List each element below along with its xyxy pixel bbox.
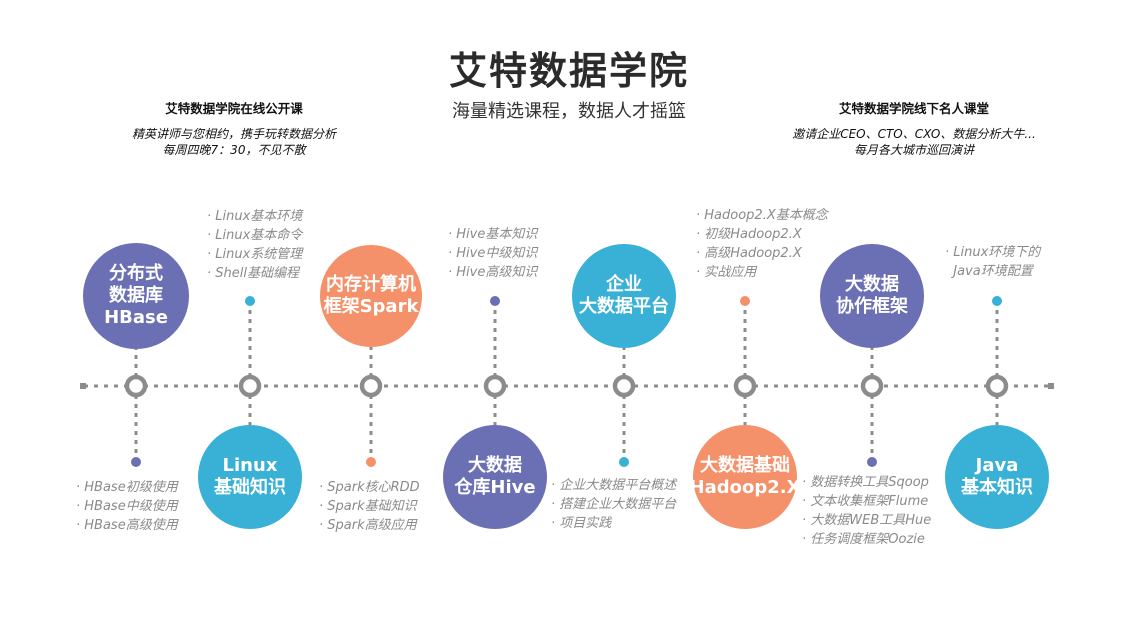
course-topics-4: · 企业大数据平台概述 · 搭建企业大数据平台 · 项目实践 bbox=[551, 476, 676, 533]
course-title-line: Hadoop2.X bbox=[689, 477, 801, 498]
course-topic-item: · 数据转换工具Sqoop bbox=[802, 475, 929, 490]
course-topics-7: · Linux环境下的 Java环境配置 bbox=[945, 243, 1040, 281]
course-topic-item: · Shell基础编程 bbox=[207, 266, 299, 281]
course-title-line: 分布式 bbox=[109, 263, 163, 284]
offline-course-block: 艾特数据学院线下名人课堂 邀请企业CEO、CTO、CXO、数据分析大牛... 每… bbox=[754, 98, 1074, 158]
course-title-line: 内存计算机 bbox=[326, 274, 416, 295]
offline-course-heading: 艾特数据学院线下名人课堂 bbox=[838, 101, 989, 116]
course-topics-3: · Hive基本知识 · Hive中级知识 · Hive高级知识 bbox=[448, 225, 537, 282]
course-topic-item: · Hadoop2.X基本概念 bbox=[696, 208, 828, 223]
node-dot-0 bbox=[131, 457, 141, 467]
node-dot-7 bbox=[992, 296, 1002, 306]
course-topic-item: · 任务调度框架Oozie bbox=[802, 532, 925, 547]
timeline-ring-0 bbox=[124, 374, 148, 398]
page-title: 艾特数据学院 bbox=[448, 49, 689, 93]
timeline-ring-1 bbox=[238, 374, 262, 398]
course-title-line: HBase bbox=[104, 307, 168, 328]
timeline-ring-5 bbox=[733, 374, 757, 398]
timeline-ring-3 bbox=[483, 374, 507, 398]
course-circle-6: 大数据协作框架 bbox=[820, 244, 924, 348]
course-topics-5: · Hadoop2.X基本概念 · 初级Hadoop2.X · 高级Hadoop2.… bbox=[696, 206, 828, 282]
course-title-line: 框架Spark bbox=[323, 296, 419, 317]
course-topic-item: · Spark核心RDD bbox=[319, 480, 420, 495]
timeline-ring-6 bbox=[860, 374, 884, 398]
course-title-line: 数据库 bbox=[109, 285, 163, 306]
course-topic-item: · 企业大数据平台概述 bbox=[551, 478, 677, 493]
timeline-ring-2 bbox=[359, 374, 383, 398]
course-topic-item: · Spark基础知识 bbox=[319, 499, 417, 514]
course-topic-item: · HBase中级使用 bbox=[76, 499, 178, 514]
course-topic-item: · 文本收集框架Flume bbox=[802, 494, 929, 509]
course-topic-item: · Linux环境下的 bbox=[945, 245, 1041, 260]
offline-course-line-2: 每月各大城市巡回演讲 bbox=[853, 143, 974, 157]
node-dot-6 bbox=[867, 457, 877, 467]
page-subtitle: 海量精选课程，数据人才摇篮 bbox=[452, 101, 686, 122]
course-topic-item: Java环境配置 bbox=[945, 264, 1033, 279]
course-title-line: 大数据平台 bbox=[579, 296, 669, 317]
course-title-line: 大数据 bbox=[468, 455, 522, 476]
online-course-line-2: 每周四晚7：30，不见不散 bbox=[162, 143, 306, 157]
course-topic-item: · 高级Hadoop2.X bbox=[696, 246, 802, 261]
course-topics-0: · HBase初级使用 · HBase中级使用 · HBase高级使用 bbox=[76, 478, 178, 535]
timeline-ring-7 bbox=[985, 374, 1009, 398]
course-topic-item: · 大数据WEB工具Hue bbox=[802, 513, 932, 528]
course-title-line: 大数据 bbox=[845, 274, 899, 295]
node-dot-4 bbox=[619, 457, 629, 467]
online-course-heading: 艾特数据学院在线公开课 bbox=[165, 101, 303, 116]
course-topic-item: · 初级Hadoop2.X bbox=[696, 227, 802, 242]
node-dot-3 bbox=[490, 296, 500, 306]
course-topic-item: · HBase高级使用 bbox=[76, 518, 178, 533]
course-topic-item: · HBase初级使用 bbox=[76, 480, 178, 495]
course-topic-item: · 搭建企业大数据平台 bbox=[551, 497, 677, 512]
course-topics-6: · 数据转换工具Sqoop · 文本收集框架Flume · 大数据WEB工具Hue ·… bbox=[802, 473, 931, 549]
course-title-line: 大数据基础 bbox=[700, 455, 790, 476]
course-topic-item: · Linux系统管理 bbox=[207, 247, 303, 262]
timeline-start-cap bbox=[80, 383, 86, 389]
course-topic-item: · Hive中级知识 bbox=[448, 246, 538, 261]
course-topic-item: · Hive基本知识 bbox=[448, 227, 538, 242]
course-topic-item: · Linux基本命令 bbox=[207, 228, 303, 243]
course-topic-item: · 项目实践 bbox=[551, 516, 612, 531]
course-topic-item: · Spark高级应用 bbox=[319, 518, 417, 533]
offline-course-line-1: 邀请企业CEO、CTO、CXO、数据分析大牛... bbox=[792, 127, 1036, 141]
course-title-line: Linux bbox=[222, 455, 278, 476]
online-course-line-1: 精英讲师与您相约，携手玩转数据分析 bbox=[131, 127, 336, 141]
course-title-line: 基础知识 bbox=[214, 477, 286, 498]
course-title-line: 仓库Hive bbox=[454, 477, 536, 498]
timeline-ring-4 bbox=[612, 374, 636, 398]
course-topics-1: · Linux基本环境 · Linux基本命令 · Linux系统管理 · Shell… bbox=[207, 207, 302, 283]
timeline-end-cap bbox=[1048, 383, 1054, 389]
course-topics-2: · Spark核心RDD · Spark基础知识 · Spark高级应用 bbox=[319, 478, 420, 535]
course-title-line: 基本知识 bbox=[961, 477, 1033, 498]
course-circle-4: 企业大数据平台 bbox=[572, 244, 676, 348]
course-title-line: 协作框架 bbox=[836, 296, 908, 317]
node-dot-2 bbox=[366, 457, 376, 467]
node-dot-5 bbox=[740, 296, 750, 306]
course-title-line: 企业 bbox=[606, 274, 642, 295]
course-topic-item: · Hive高级知识 bbox=[448, 265, 538, 280]
course-circle-2: 内存计算机框架Spark bbox=[320, 245, 422, 347]
course-topic-item: · 实战应用 bbox=[696, 265, 757, 280]
course-title-line: Java bbox=[975, 455, 1019, 476]
online-course-block: 艾特数据学院在线公开课 精英讲师与您相约，携手玩转数据分析 每周四晚7：30，不… bbox=[74, 98, 394, 158]
node-dot-1 bbox=[245, 296, 255, 306]
course-circle-3: 大数据仓库Hive bbox=[443, 425, 547, 529]
course-topic-item: · Linux基本环境 bbox=[207, 209, 303, 224]
